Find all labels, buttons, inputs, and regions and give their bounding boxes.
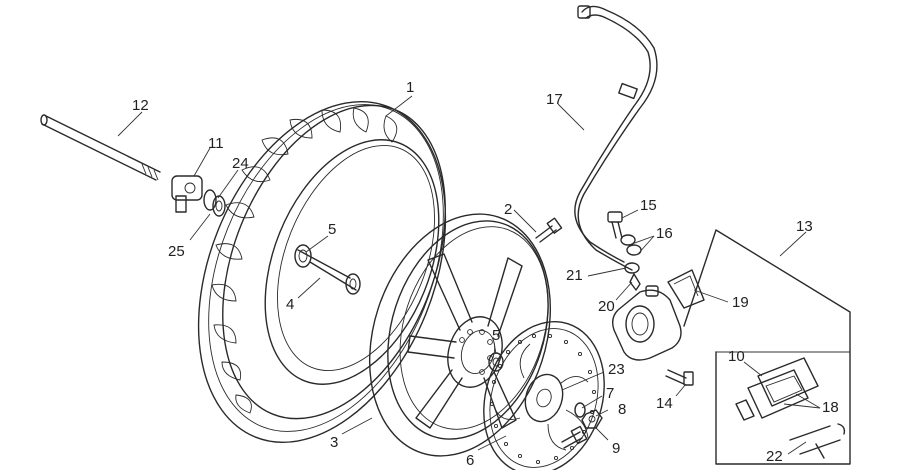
label-part-22: 22 <box>766 448 783 465</box>
axle <box>40 114 161 181</box>
label-part-5-lower: 5 <box>492 327 500 344</box>
wheel-rim <box>368 213 552 457</box>
pad-spring <box>667 269 705 309</box>
brake-caliper <box>611 285 682 361</box>
pad-pins <box>789 423 846 459</box>
label-part-3: 3 <box>330 434 338 451</box>
tire <box>197 101 447 443</box>
caliper-bolt-14 <box>665 369 694 386</box>
disc-fasteners <box>561 402 603 449</box>
part-labels: 1 2 3 4 5 5 6 7 8 9 10 11 12 13 14 15 16… <box>132 79 839 469</box>
pad-kit-box <box>683 229 851 465</box>
label-part-21: 21 <box>566 267 583 284</box>
label-part-23: 23 <box>608 361 625 378</box>
label-part-7: 7 <box>606 385 614 402</box>
label-part-18: 18 <box>822 399 839 416</box>
label-part-11: 11 <box>208 135 224 152</box>
label-part-2: 2 <box>504 201 512 218</box>
caliper-bolt-15 <box>607 211 623 239</box>
brake-pads <box>735 357 819 421</box>
label-part-16: 16 <box>656 225 673 242</box>
brake-hose <box>574 5 658 271</box>
label-part-9: 9 <box>612 440 620 457</box>
label-part-1: 1 <box>406 79 414 96</box>
label-part-14: 14 <box>656 395 673 412</box>
brake-disc <box>483 320 605 470</box>
label-part-20: 20 <box>598 298 615 315</box>
label-part-19: 19 <box>732 294 749 311</box>
rim-inner <box>264 139 440 385</box>
label-part-13: 13 <box>796 218 813 235</box>
label-part-10: 10 <box>728 348 745 365</box>
label-part-15: 15 <box>640 197 657 214</box>
label-part-8: 8 <box>618 401 626 418</box>
label-part-24: 24 <box>232 155 249 172</box>
label-part-25: 25 <box>168 243 185 260</box>
label-part-5-upper: 5 <box>328 221 336 238</box>
label-part-4: 4 <box>286 296 294 313</box>
speedometer-drive <box>171 175 226 217</box>
label-part-17: 17 <box>546 91 563 108</box>
bolt-2 <box>535 217 563 243</box>
axle-spacer <box>294 244 361 295</box>
leader-lines <box>117 95 821 455</box>
label-part-12: 12 <box>132 97 149 114</box>
label-part-6: 6 <box>466 452 474 469</box>
